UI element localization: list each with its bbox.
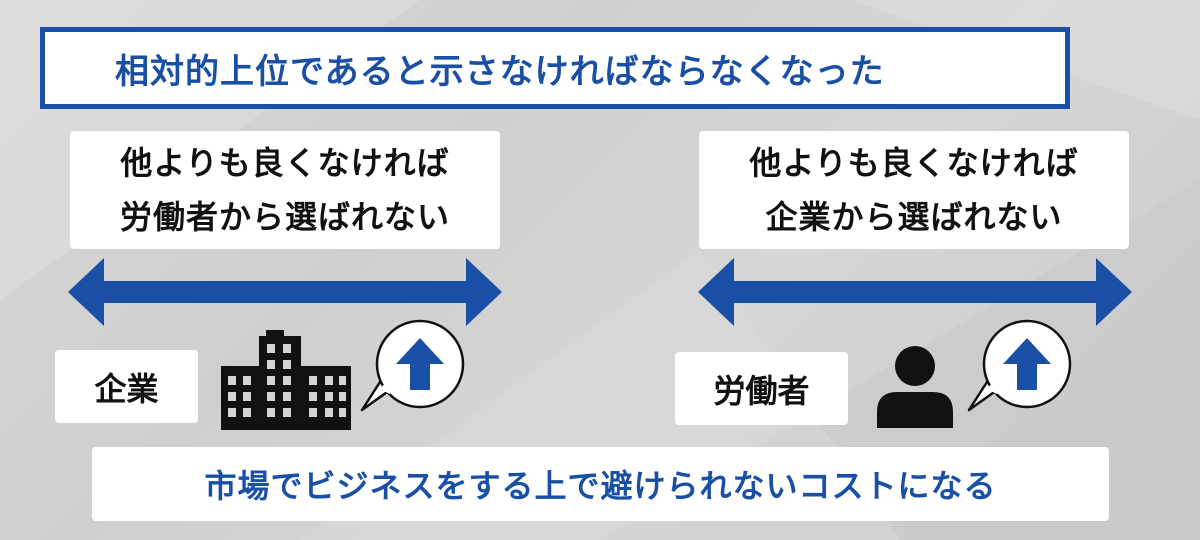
- right-card-line1: 他よりも良くなければ: [749, 144, 1079, 182]
- left-card-line1: 他よりも良くなければ: [120, 144, 450, 182]
- double-arrow-icon: [68, 258, 502, 326]
- person-icon: [877, 346, 953, 428]
- bottom-conclusion-text: 市場でビジネスをする上で避けられないコストになる: [204, 467, 997, 505]
- bottom-conclusion-box: 市場でビジネスをする上で避けられないコストになる: [92, 447, 1109, 521]
- title-box: 相対的上位であると示さなければならなくなった: [40, 27, 1070, 109]
- building-icon: [221, 330, 351, 430]
- speech-bubble-up-arrow-icon: [360, 319, 465, 412]
- right-card-line2: 企業から選ばれない: [765, 198, 1063, 236]
- double-arrow-icon: [698, 258, 1132, 326]
- right-condition-card: 他よりも良くなければ 企業から選ばれない: [699, 131, 1129, 249]
- left-condition-card: 他よりも良くなければ 労働者から選ばれない: [70, 131, 500, 249]
- company-label: 企業: [55, 350, 198, 423]
- left-card-line2: 労働者から選ばれない: [119, 198, 450, 236]
- title-text: 相対的上位であると示さなければならなくなった: [115, 51, 885, 92]
- worker-label: 労働者: [675, 352, 848, 425]
- speech-bubble-up-arrow-icon: [967, 319, 1072, 412]
